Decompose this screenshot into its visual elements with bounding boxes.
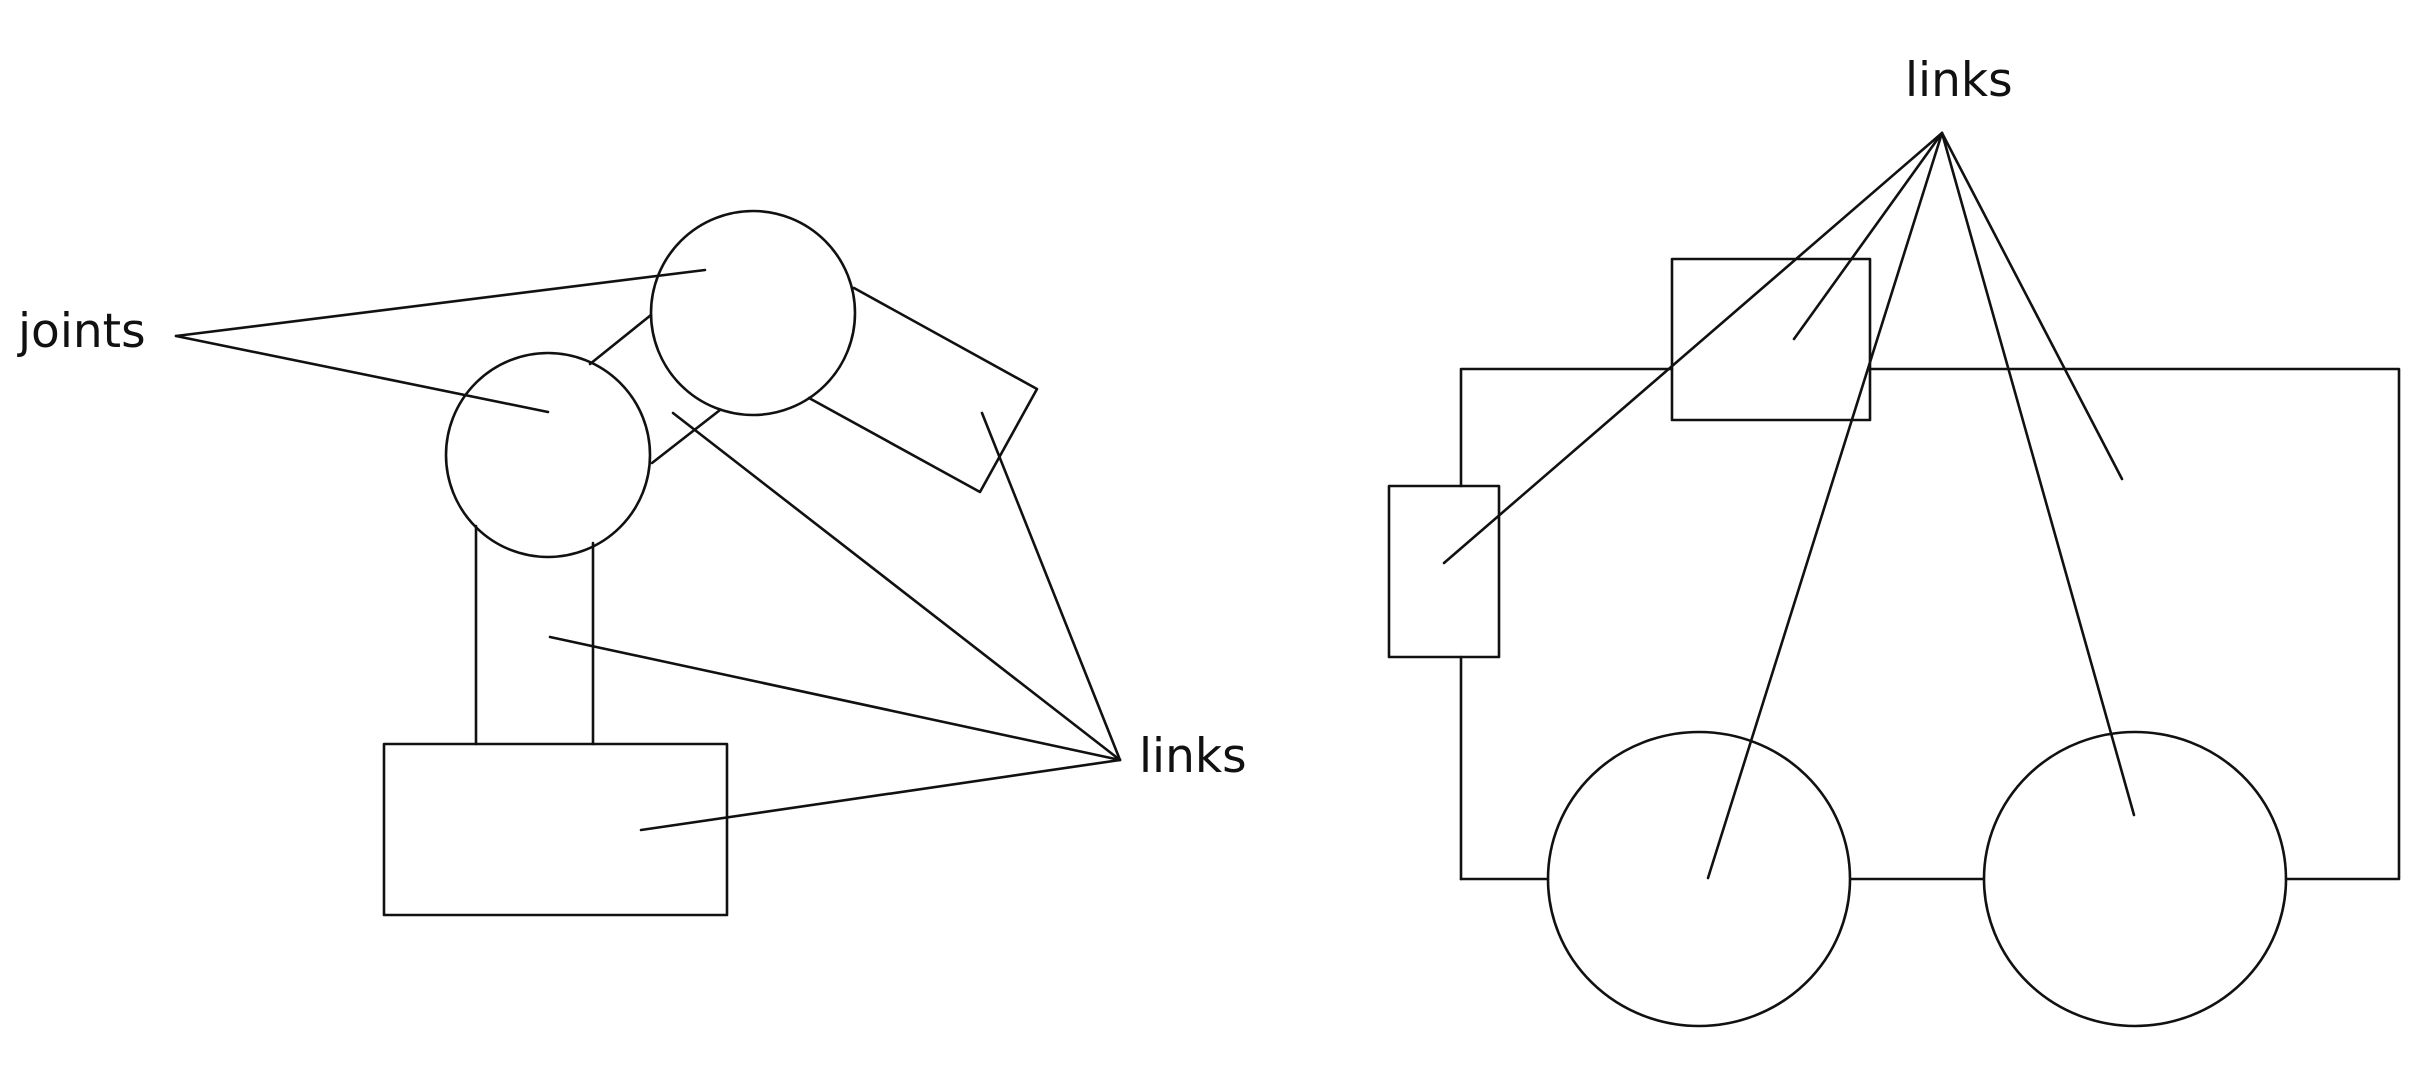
robot-arm (382, 209, 1039, 917)
links-leader-line (639, 758, 1122, 832)
wheel-left (1546, 730, 1852, 1028)
links-right-callouts (1442, 131, 2136, 880)
links-leader-line (1442, 131, 1944, 565)
wheel-right (1982, 730, 2288, 1028)
robot-body-outline (1868, 367, 2401, 881)
joints-leader-line (174, 334, 550, 414)
arm-link-connector-bottom (650, 408, 722, 465)
joint-upper (649, 209, 857, 417)
links-leader-line (548, 635, 1122, 762)
links-leader-line (1940, 131, 2136, 817)
links-label-right: links (1905, 53, 2013, 108)
arm-link-connector-top (588, 313, 653, 366)
links-label-left: links (1139, 729, 1247, 784)
robot-body-outline (1459, 367, 1674, 488)
joint-lower (444, 351, 652, 559)
links-leader-line (671, 411, 1122, 762)
sensor-box-top (1670, 257, 1872, 422)
links-leader-line (1940, 131, 2124, 481)
links-leader-line (1792, 131, 1944, 341)
arm-base-link (382, 742, 729, 917)
joints-callouts (174, 268, 707, 414)
joints-label: joints (18, 304, 146, 359)
joints-leader-line (174, 268, 707, 338)
arm-end-link (807, 286, 1039, 494)
links-leader-line (1706, 131, 1944, 880)
links-left-callouts (548, 411, 1122, 832)
sensor-box-left (1387, 484, 1501, 659)
mobile-robot (1387, 257, 2401, 1028)
links-leader-line (980, 411, 1122, 762)
